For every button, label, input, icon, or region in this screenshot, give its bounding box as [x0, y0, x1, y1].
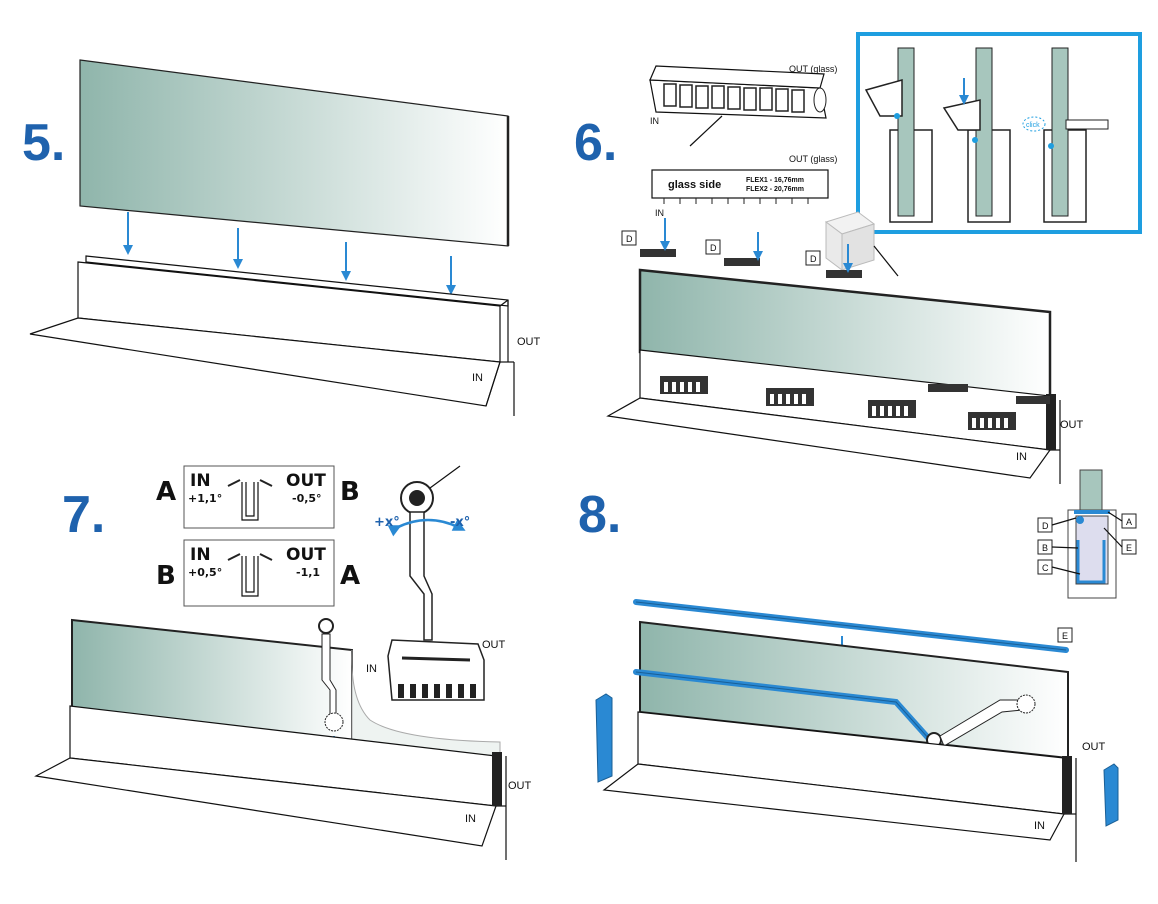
step-7-angle-table: A IN +1,1° OUT -0,5° B B IN +0,5° OUT -1… [156, 465, 360, 607]
step-7-angle-minus: -x° [450, 515, 470, 530]
step-6-tag-d-2: D [710, 243, 717, 253]
step-6-in-label: IN [1016, 451, 1027, 463]
step-6-tag-d-1: D [626, 234, 633, 244]
step-7-row1-out-val: -0,5° [292, 492, 322, 505]
step-8-end-cap-right [1103, 763, 1119, 827]
step-7-row2-in: IN [190, 545, 211, 565]
step-7-row2-left: B [156, 561, 176, 591]
step-7-base-profile [34, 705, 507, 860]
step-7-row1-right: B [340, 477, 360, 507]
step-8-tag-d: D [1042, 521, 1049, 531]
step-6-strip-flex2: FLEX2 - 20,76mm [746, 186, 804, 193]
step-7-tool-in: IN [366, 663, 377, 675]
step-7-row2-out-val: -1,1 [296, 566, 320, 579]
step-8-tag-a: A [1126, 517, 1132, 527]
step-8-in-label: IN [1034, 820, 1045, 832]
step-8-tag-c: C [1042, 563, 1049, 573]
step-5-glass-pane [79, 59, 509, 247]
step-6-out-label: OUT [1060, 419, 1084, 431]
step-8-number: 8. [578, 486, 621, 544]
step-6-in-bottom: IN [655, 208, 664, 218]
step-7-row2-out: OUT [286, 545, 326, 565]
step-7-row2-in-val: +0,5° [188, 566, 222, 579]
step-6-spacer-block [824, 211, 899, 277]
step-6-section-3: click [1022, 47, 1109, 223]
step-7-row1-left: A [156, 477, 176, 507]
step-6-section-1 [864, 47, 933, 223]
step-6-out-glass-bottom: OUT (glass) [789, 154, 837, 164]
step-7-tool-in-use [318, 618, 344, 732]
step-6-tags: D D D [621, 230, 821, 266]
step-7-tool-out: OUT [482, 639, 506, 651]
step-8-tag-b: B [1042, 543, 1048, 553]
step-7-row2-right: A [340, 561, 360, 591]
step-5-arrows [123, 212, 456, 295]
step-5-in-label: IN [472, 372, 483, 384]
step-7-in-label: IN [465, 813, 476, 825]
step-7-number: 7. [62, 486, 105, 544]
step-6-strip-flex1: FLEX1 - 16,76mm [746, 177, 804, 184]
step-7-row1-in-val: +1,1° [188, 492, 222, 505]
step-5-out-label: OUT [517, 336, 541, 348]
step-6-base-profile [606, 349, 1061, 484]
step-7-tool-detail: +x° -x° OUT IN [366, 465, 506, 701]
step-8-tag-e: E [1126, 543, 1132, 553]
step-7-panel: 7. A IN +1,1° OUT -0,5° B B IN +0,5° OUT… [34, 465, 532, 860]
step-7-angle-plus: +x° [374, 515, 400, 530]
step-6-in-top: IN [650, 116, 659, 126]
step-5-number: 5. [22, 114, 65, 172]
step-5-base-profile [29, 255, 515, 416]
step-7-out-label: OUT [508, 780, 532, 792]
step-6-detail-frame: click [856, 32, 1142, 234]
step-6-number: 6. [574, 114, 617, 172]
step-6-tag-d-3: D [810, 254, 817, 264]
step-8-tag-e-gasket: E [1062, 631, 1068, 641]
step-7-row1-in: IN [190, 471, 211, 491]
step-5-panel: 5. OUT IN [22, 59, 541, 416]
step-6-strip-text: glass side [668, 179, 721, 191]
step-6-clip-strip: glass side FLEX1 - 16,76mm FLEX2 - 20,76… [651, 169, 829, 204]
step-6-click-label: click [1026, 122, 1040, 129]
step-6-panel: 6. OUT (glass) IN [574, 32, 1142, 484]
step-8-panel: 8. D B C A E [578, 469, 1137, 862]
step-8-end-cap-left [595, 693, 613, 783]
step-6-out-glass-top: OUT (glass) [789, 64, 837, 74]
step-8-base-profile [602, 711, 1077, 862]
step-6-clip-3d [649, 65, 827, 119]
step-8-out-label: OUT [1082, 741, 1106, 753]
step-7-row1-out: OUT [286, 471, 326, 491]
step-8-cross-section: D B C A E [1037, 469, 1137, 599]
step-6-section-2 [942, 47, 1011, 223]
